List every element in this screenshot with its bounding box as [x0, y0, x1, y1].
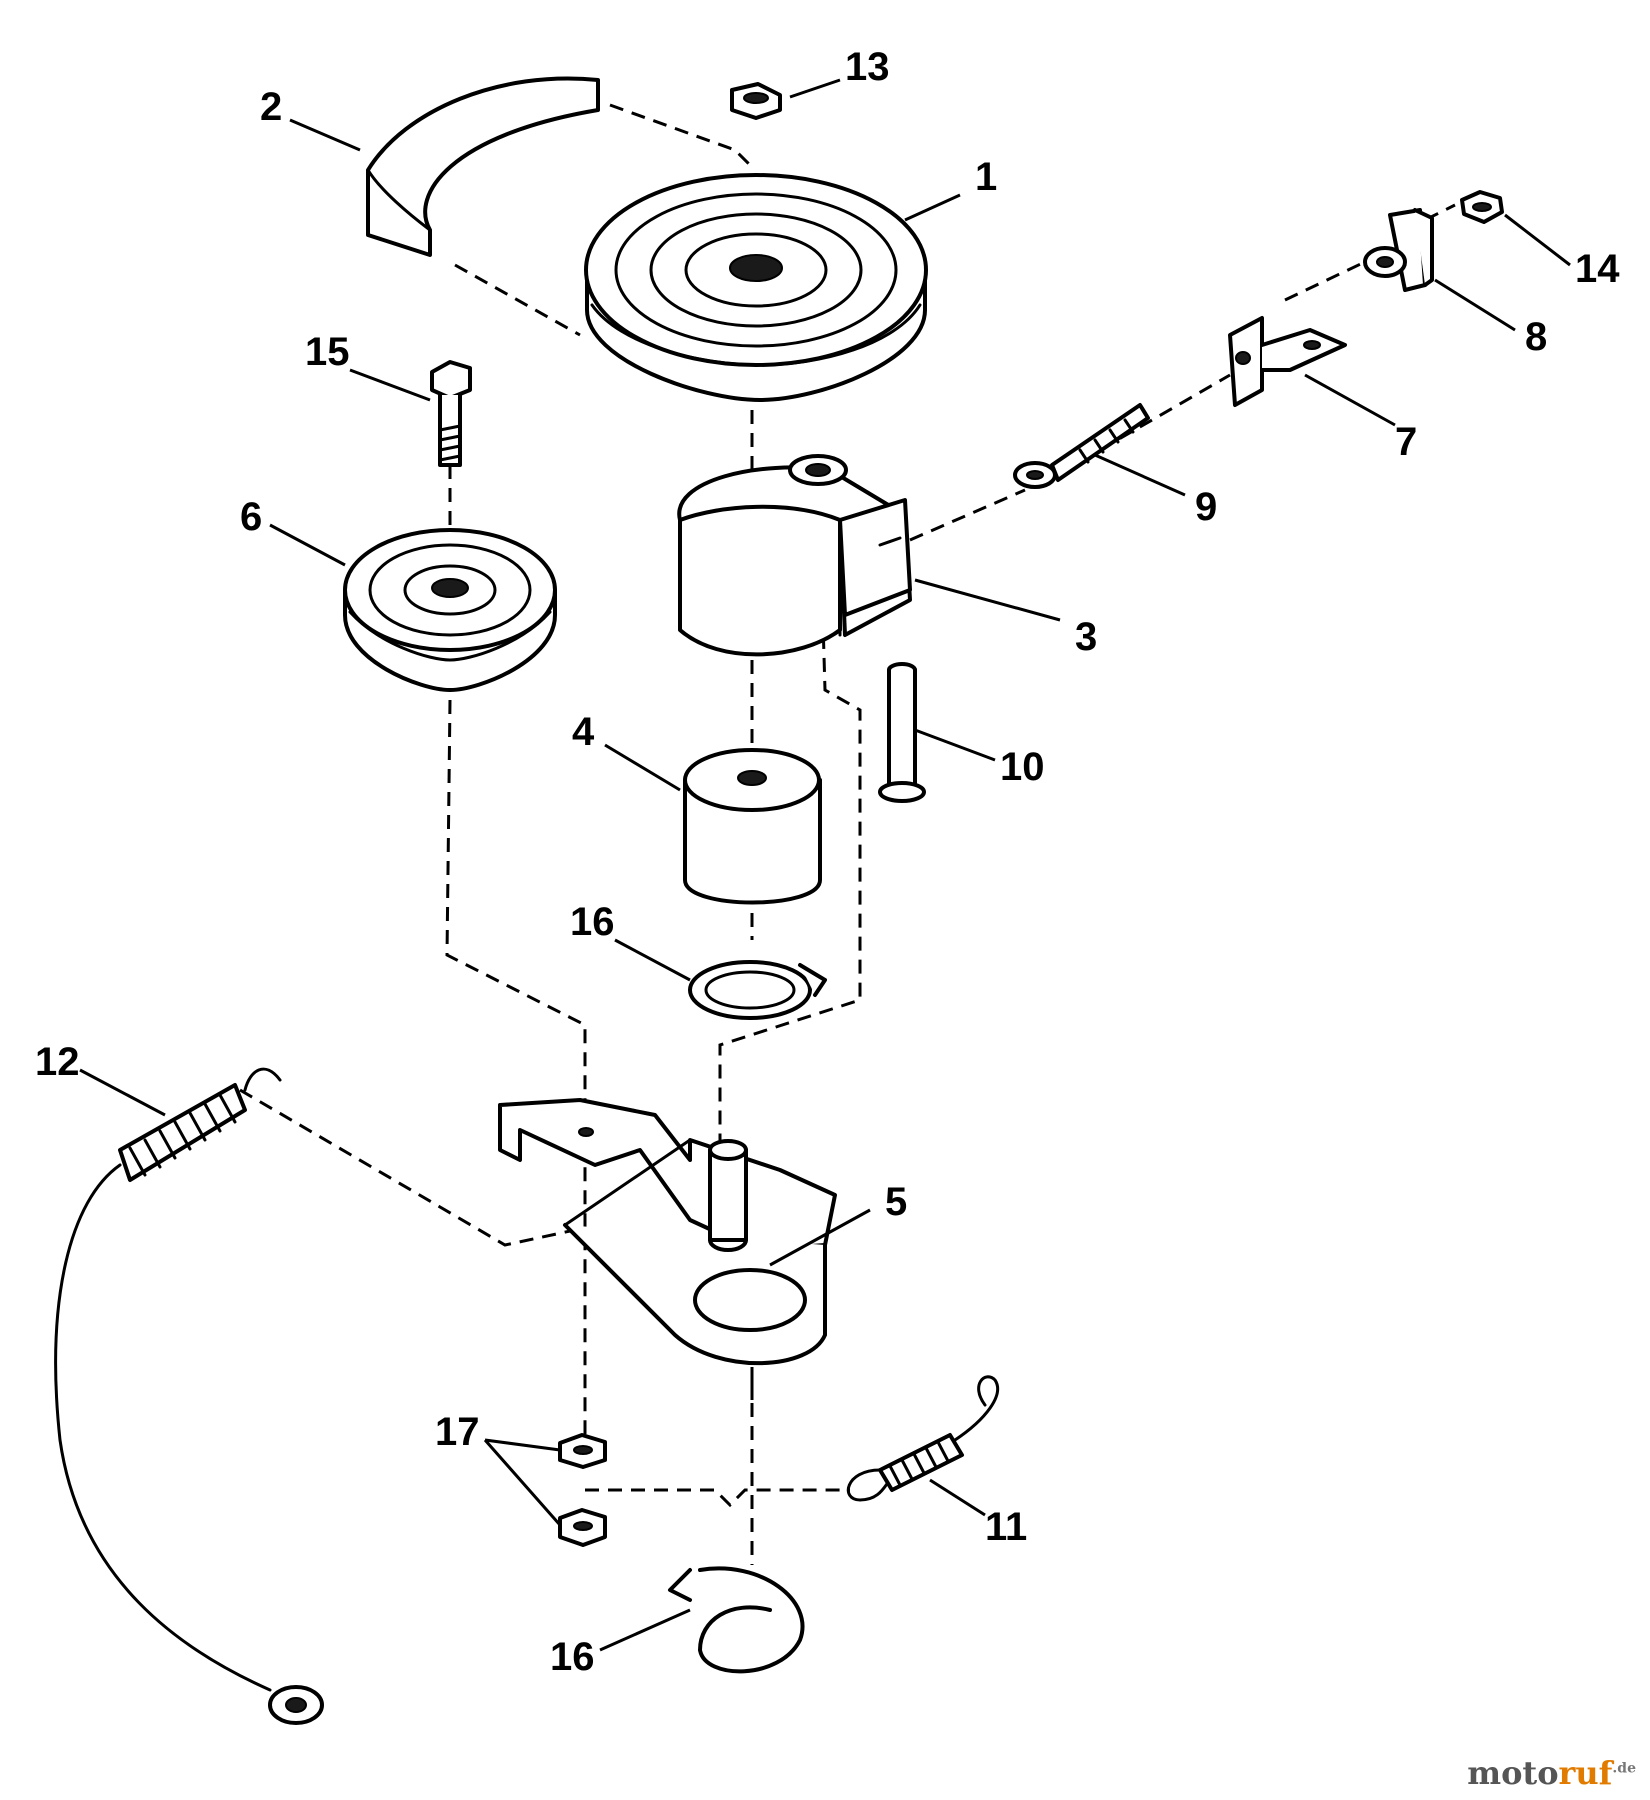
callout-15: 15	[305, 330, 350, 374]
callout-7: 7	[1395, 420, 1417, 464]
control-cable	[54, 1067, 324, 1725]
watermark-part-c: .de	[1612, 1760, 1636, 1777]
callout-6: 6	[240, 495, 262, 539]
callout-4: 4	[572, 710, 595, 754]
callout-10: 10	[1000, 745, 1045, 789]
watermark-part-a: moto	[1467, 1754, 1559, 1792]
site-watermark: motoruf.de	[1467, 1754, 1636, 1792]
callout-2: 2	[260, 85, 282, 129]
callout-8: 8	[1525, 315, 1547, 359]
pivot-pin	[878, 662, 926, 803]
callout-16-upper: 16	[570, 900, 615, 944]
callout-5: 5	[885, 1180, 907, 1224]
callout-14: 14	[1575, 247, 1620, 291]
callout-1: 1	[975, 155, 997, 199]
belt-guard	[366, 76, 600, 257]
nut-13	[730, 82, 782, 120]
extension-spring	[846, 1375, 1000, 1502]
hex-bolt	[430, 360, 472, 467]
callout-3: 3	[1075, 615, 1097, 659]
angle-bracket	[1228, 316, 1347, 407]
callout-9: 9	[1195, 485, 1217, 529]
nut-14	[1460, 190, 1504, 224]
callout-13: 13	[845, 45, 890, 89]
callout-11: 11	[985, 1505, 1027, 1549]
spacer-bushing	[683, 748, 822, 905]
mounting-bracket	[498, 1098, 837, 1366]
eye-bolt	[1013, 403, 1150, 489]
callout-12: 12	[35, 1040, 80, 1084]
retaining-ring-lower	[668, 1566, 805, 1674]
idler-arm	[677, 454, 912, 657]
idler-pulley	[343, 528, 557, 692]
callout-numbers: 1 2 3 4 5 6 7 8 9 10 11 12 13 14 15 16 1…	[35, 45, 1620, 1679]
callout-17: 17	[435, 1410, 480, 1454]
callout-16-lower: 16	[550, 1635, 595, 1679]
watermark-part-b: ruf	[1558, 1754, 1613, 1792]
leader-lines	[79, 78, 1571, 1652]
cable-clip	[1363, 208, 1434, 292]
drive-pulley	[584, 173, 928, 402]
nuts-17	[558, 1433, 607, 1547]
retaining-ring-upper	[688, 960, 827, 1020]
